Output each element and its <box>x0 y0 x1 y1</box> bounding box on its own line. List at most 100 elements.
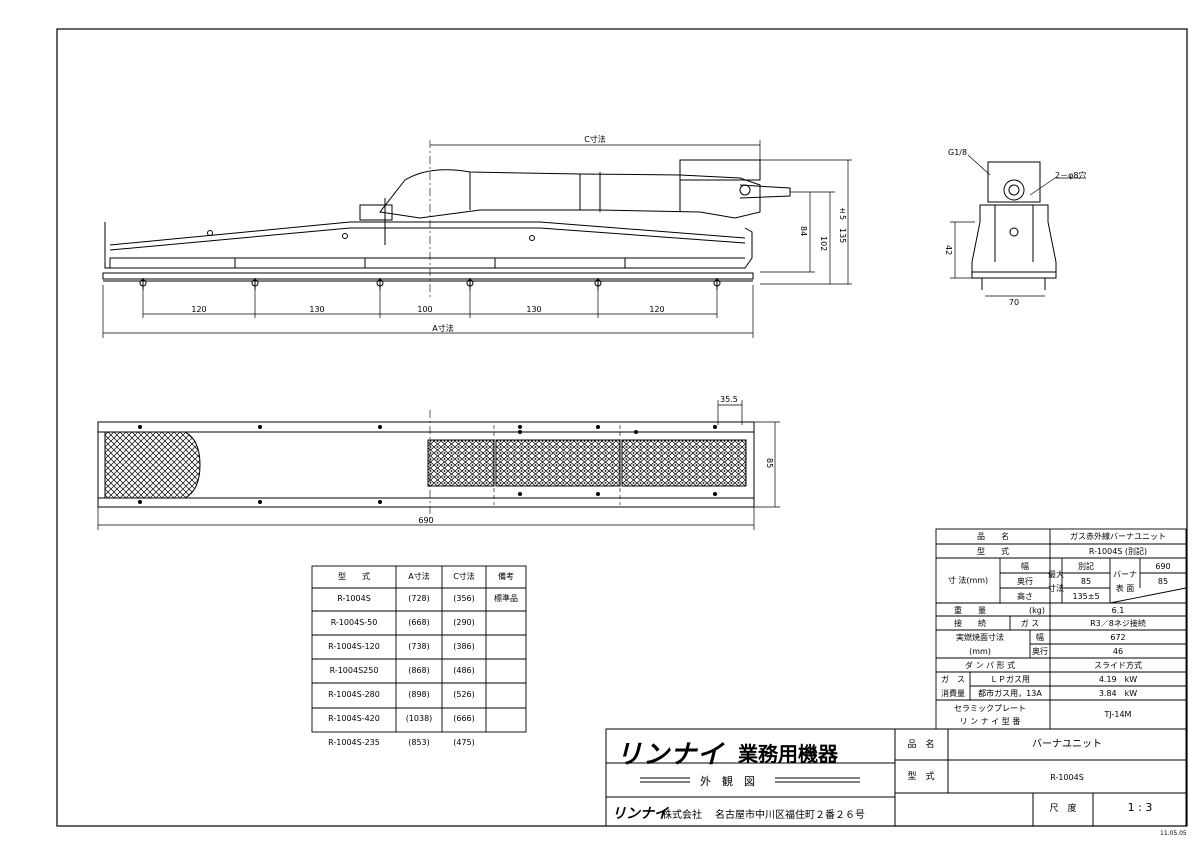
table-cell: (290) <box>453 618 475 627</box>
top-bolts <box>138 425 717 504</box>
top-35: 35.5 <box>720 395 738 404</box>
title-block-grid <box>605 728 1187 827</box>
spec-takasa: 高さ <box>1017 592 1033 601</box>
spec-ceramic-l2: リ ン ナ イ 型 番 <box>959 717 1021 726</box>
table-header-cell: 備考 <box>498 572 514 581</box>
spec-gas-label: ガ ス <box>1020 619 1040 628</box>
spec-ceramic-value: TJ-14M <box>1104 710 1132 719</box>
tb-hinmei-value: バーナユニット <box>1032 739 1102 750</box>
spec-city-label: 都市ガス用，13A <box>978 689 1042 698</box>
height-102: 102 <box>819 236 828 252</box>
table-cell: R-1004S250 <box>329 666 379 675</box>
side-view <box>950 154 1085 297</box>
spec-shoumen-haba: 幅 <box>1036 633 1044 642</box>
spec-sunpo: 寸法 <box>1048 584 1064 593</box>
a-dimension-label: A寸法 <box>432 324 454 333</box>
spec-v85: 85 <box>1080 577 1092 586</box>
table-cell: 標準品 <box>494 594 518 603</box>
spec-setsuzoku-label: 接 続 <box>954 619 986 628</box>
category-title: 業務用機器 <box>738 742 838 766</box>
top-view <box>97 400 780 530</box>
side-70: 70 <box>1008 298 1020 307</box>
table-header-cell: A寸法 <box>408 572 430 581</box>
spec-shoumen-oku-value: 46 <box>1112 647 1124 656</box>
drawing-type: 外 観 図 <box>700 775 755 788</box>
table-cell: R-1004S <box>337 594 371 603</box>
table-cell: R-1004S-280 <box>328 690 380 699</box>
spec-setsuzoku-value: R3／8ネジ接続 <box>1090 619 1146 628</box>
spacing-2: 130 <box>309 305 325 314</box>
spec-shoumen-label: 実燃焼面寸法 <box>956 633 1004 642</box>
spec-weight-value: 6.1 <box>1111 606 1125 615</box>
table-cell: R-1004S-235 <box>328 738 380 747</box>
spec-kata-value: R-1004S (別記) <box>1088 547 1148 556</box>
spec-table-grid <box>935 528 1187 730</box>
company-address: 名古屋市中川区福住町２番２６号 <box>715 810 865 821</box>
tb-date: 11.05.05 <box>1160 830 1187 837</box>
spec-lp-value: 4.19 kW <box>1098 675 1138 684</box>
spec-shoumen-oku: 奥行 <box>1032 647 1048 656</box>
side-hole-label: 2－φ8穴 <box>1055 171 1087 180</box>
spec-haba: 幅 <box>1021 562 1029 571</box>
table-cell: (853) <box>408 738 430 747</box>
side-g-label: G1/8 <box>948 148 968 157</box>
spacing-4: 130 <box>526 305 542 314</box>
tb-scale-label: 尺 度 <box>1049 804 1077 814</box>
c-dimension-label: C寸法 <box>584 135 606 144</box>
spec-hyomen: 表 面 <box>1115 584 1135 593</box>
spec-okuyuki: 奥行 <box>1017 577 1033 586</box>
table-cell: (386) <box>453 642 475 651</box>
table-cell: (526) <box>453 690 475 699</box>
spec-weight-label: 重 量 <box>954 606 986 615</box>
spec-burner: バーナ <box>1113 570 1137 579</box>
tb-kata-label: 型 式 <box>907 772 935 782</box>
front-view <box>102 140 852 338</box>
spec-gas-l2: 消費量 <box>941 689 965 698</box>
spec-v690: 690 <box>1155 562 1171 571</box>
spec-bekki: 別記 <box>1078 562 1094 571</box>
spec-city-value: 3.84 kW <box>1098 689 1138 698</box>
spec-shoumen-unit: (mm) <box>969 647 991 656</box>
spec-saidai: 最大 <box>1048 570 1064 579</box>
spec-v85b: 85 <box>1157 577 1169 586</box>
brand-logo-large: リンナイ <box>616 740 725 770</box>
spec-hinmei-label: 品 名 <box>977 532 1009 541</box>
table-cell: R-1004S-420 <box>328 714 380 723</box>
table-cell: (728) <box>408 594 430 603</box>
side-42: 42 <box>944 245 953 256</box>
spec-size-label: 寸 法(mm) <box>947 576 989 585</box>
table-cell: (475) <box>453 738 475 747</box>
company-suffix: 株式会社 <box>662 810 702 821</box>
table-cell: (738) <box>408 642 430 651</box>
spec-weight-unit: (kg) <box>1029 606 1045 615</box>
brand-logo-small: リンナイ <box>612 806 668 822</box>
tb-hinmei-label: 品 名 <box>907 740 935 750</box>
spacing-5: 120 <box>649 305 665 314</box>
spec-kata-label: 型 式 <box>977 547 1009 556</box>
table-cell: R-1004S-120 <box>328 642 380 651</box>
spec-gas-l1: ガ ス <box>941 675 965 684</box>
top-690: 690 <box>418 516 434 525</box>
top-85: 85 <box>765 458 774 469</box>
height-84: 84 <box>799 226 808 237</box>
spec-hinmei-value: ガス赤外線バーナユニット <box>1070 532 1166 541</box>
tb-scale-value: 1 : 3 <box>1127 801 1153 814</box>
table-cell: (356) <box>453 594 475 603</box>
table-cell: (898) <box>408 690 430 699</box>
spec-shoumen-haba-value: 672 <box>1110 633 1126 642</box>
table-header-cell: C寸法 <box>453 572 475 581</box>
table-cell: (666) <box>453 714 475 723</box>
spec-damper-label: ダ ン パ 形 式 <box>964 661 1016 670</box>
spec-lp-label: ＬＰガス用 <box>990 675 1030 684</box>
table-cell: (1038) <box>405 714 433 723</box>
bolt-markers <box>139 230 721 290</box>
spacing-1: 120 <box>191 305 207 314</box>
tb-kata-value: R-1004S <box>1050 773 1084 782</box>
spec-v135: 135±5 <box>1072 592 1100 601</box>
table-cell: (868) <box>408 666 430 675</box>
table-header-cell: 型 式 <box>338 572 370 581</box>
table-cell: (668) <box>408 618 430 627</box>
spec-damper-value: スライド方式 <box>1094 661 1142 670</box>
model-table-grid <box>311 565 527 733</box>
